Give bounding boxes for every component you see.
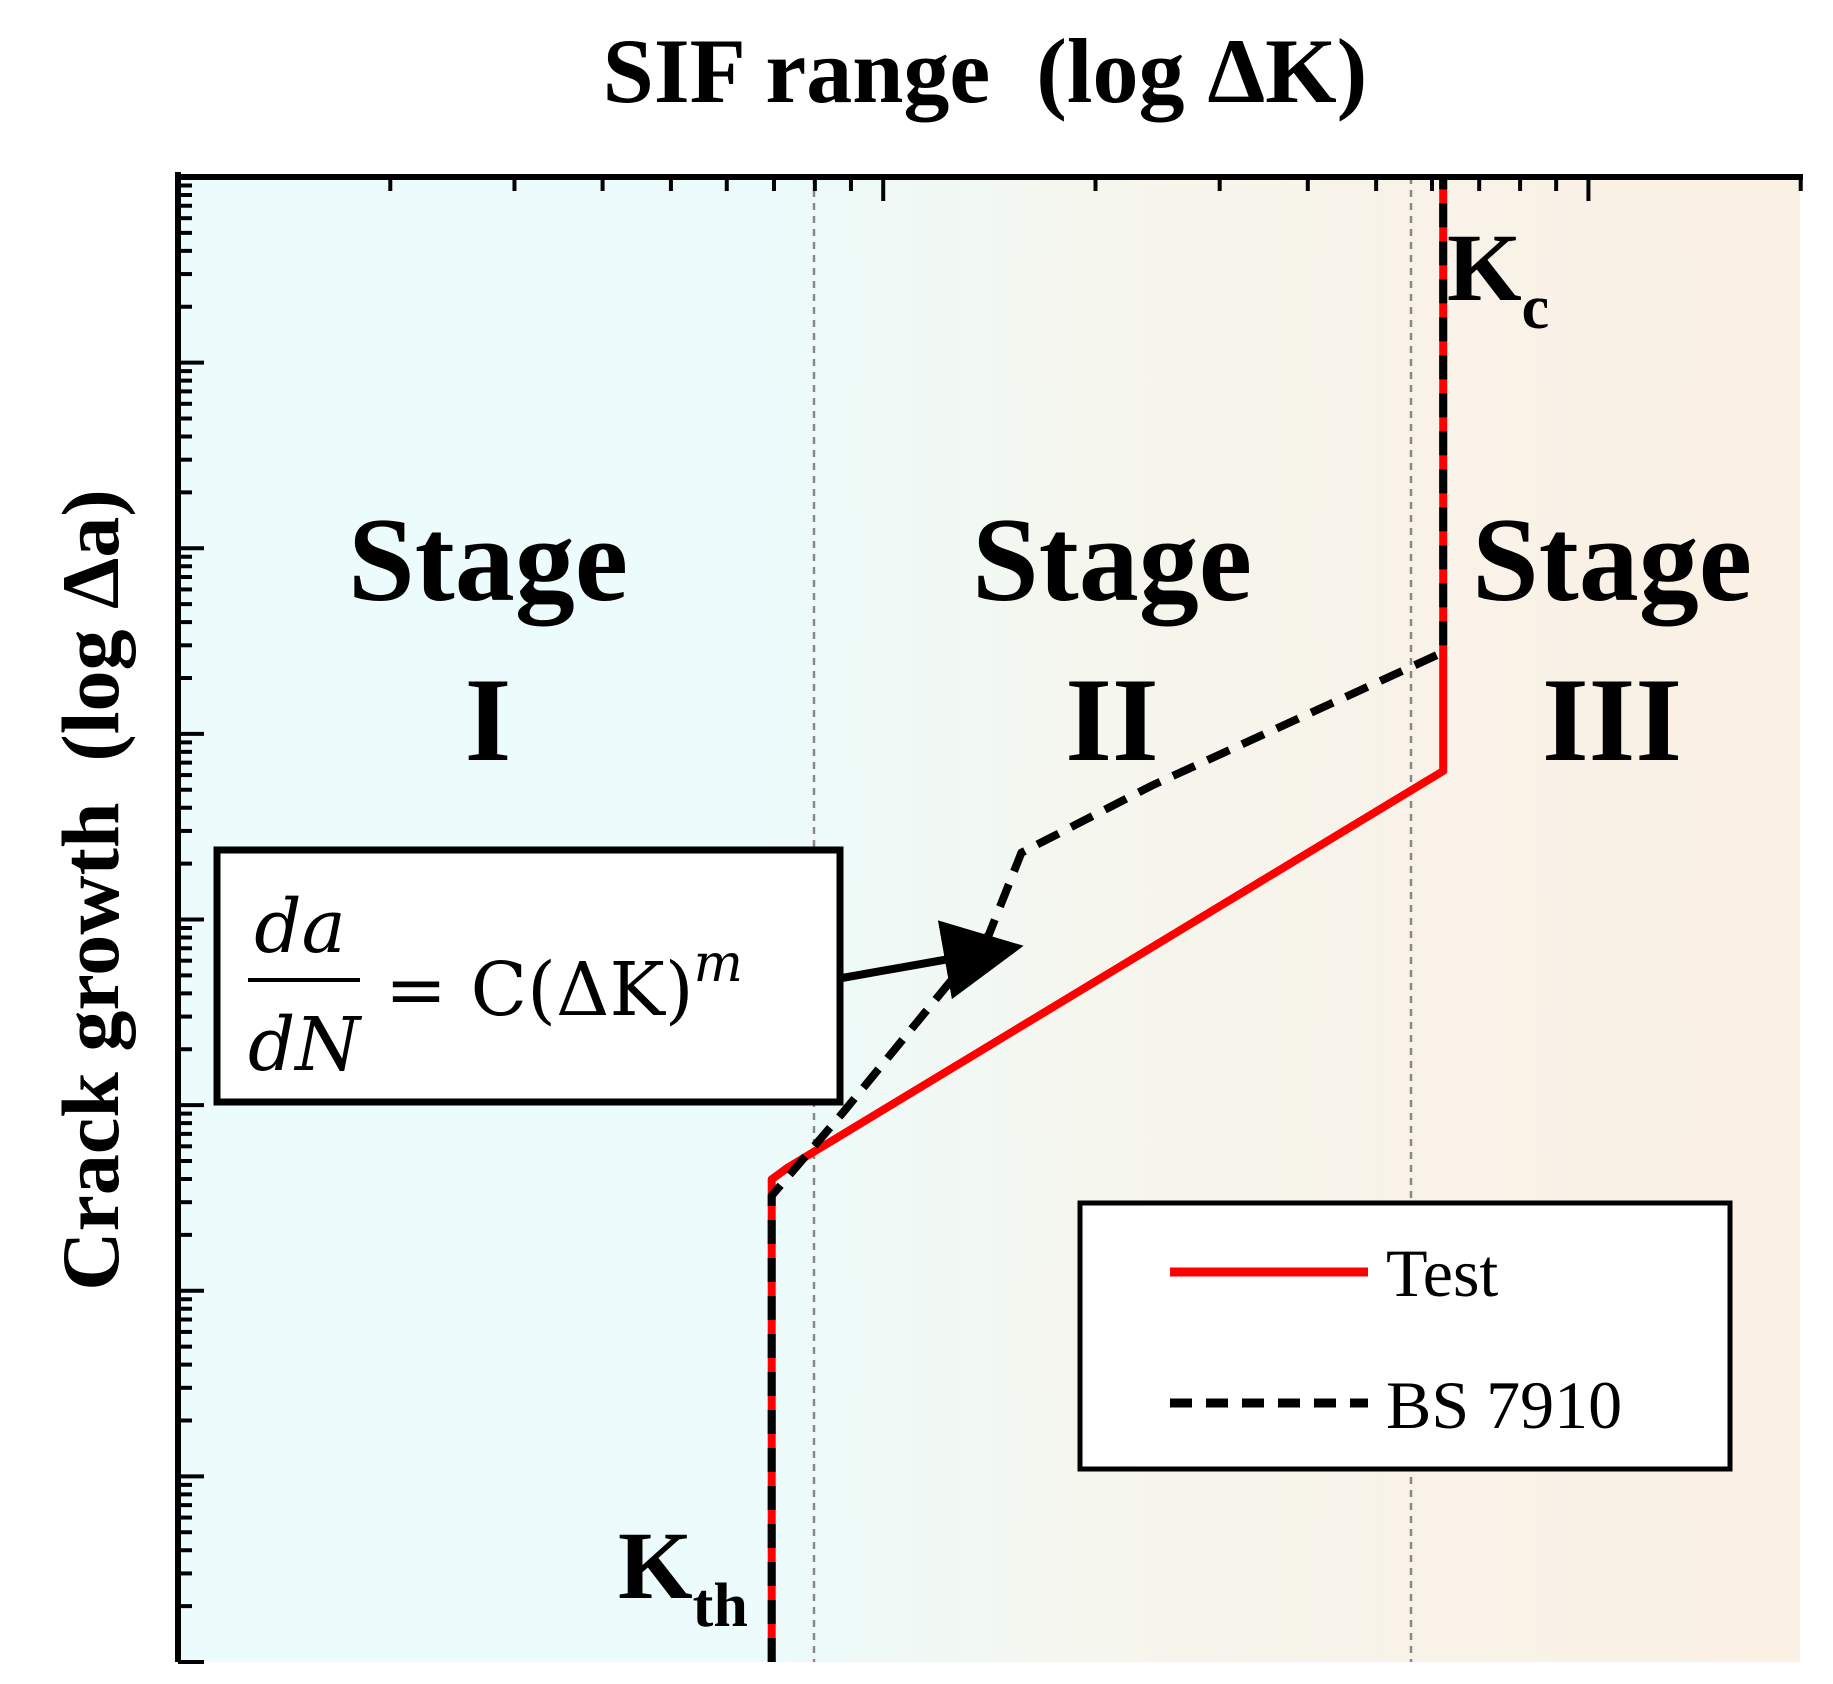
kc-label: Kc [1447,214,1549,342]
kth-label: Kth [618,1512,748,1640]
equation-callout: da dN = C(ΔK)m [213,846,1024,1106]
stage-3-label: Stage [1472,493,1752,627]
stage-2-label: Stage [972,493,1252,627]
y-axis-ticks [178,175,204,1664]
equation-denominator: dN [248,1002,362,1088]
equation-numerator: da [254,884,346,970]
stage-2-numeral: II [1065,653,1158,786]
stage-1-label: Stage [348,493,628,627]
series-line-bs7910 [767,177,1448,1662]
equation-rhs: = C(ΔK)m [385,934,743,1033]
y-axis-label: Crack growth (log Δa) [45,489,136,1290]
chart-title: SIF range (log ΔK) [603,20,1368,122]
legend-bs7910-label: BS 7910 [1386,1367,1622,1443]
series-layer [767,177,1448,1662]
equation-box [213,846,844,1106]
stage-3-numeral: III [1542,653,1682,786]
stage-1-numeral: I [465,653,512,786]
x-axis-ticks [176,177,1803,201]
equation-arrow [841,920,1024,1000]
legend-test-label: Test [1386,1235,1498,1311]
legend: Test BS 7910 [1077,1200,1733,1472]
legend-box [1077,1200,1733,1472]
